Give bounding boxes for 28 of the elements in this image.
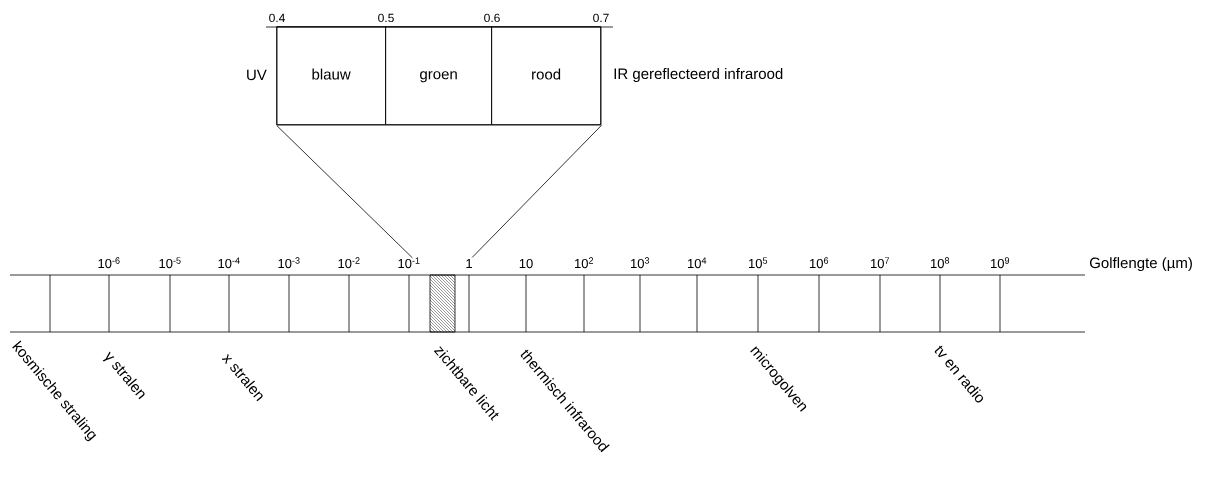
tick-label: 10$^{-1}$	[398, 257, 420, 269]
zoom-line	[471, 125, 602, 258]
scale-label: 0.6	[484, 13, 500, 23]
color-band-box: rood	[491, 26, 601, 125]
tick-label: 10$^{-6}$	[98, 257, 120, 269]
tick-label: 10$^{5}$	[749, 257, 768, 269]
color-band-box: blauw	[276, 26, 386, 125]
scale-label: 0.4	[269, 13, 285, 23]
tick-label: 10$^{-4}$	[218, 257, 240, 269]
axis-label: Golflengte (µm)	[1089, 257, 1192, 272]
scale-label: 0.7	[593, 13, 609, 23]
tick-label: 10$^{4}$	[688, 257, 707, 269]
tick-label: 10$^{2}$	[575, 257, 594, 269]
tick-label: 10$^{-3}$	[278, 257, 300, 269]
color-band-box: groen	[385, 26, 492, 125]
tick-label: 10$^{6}$	[810, 257, 829, 269]
zoom-line	[276, 125, 413, 259]
tick-label: 1	[466, 259, 472, 268]
inset-box	[276, 26, 602, 126]
tick-label: 10$^{8}$	[931, 257, 950, 269]
tick-label: 10	[519, 258, 533, 269]
tick-label: 10$^{9}$	[991, 257, 1010, 269]
scale-label: 0.5	[378, 13, 394, 23]
hatched-band	[429, 274, 456, 333]
tick-label: 10$^{-5}$	[159, 257, 181, 269]
tick-label: 10$^{-2}$	[338, 257, 360, 269]
tick-label: 10$^{7}$	[871, 257, 890, 269]
tick-label: 10$^{3}$	[631, 257, 650, 269]
